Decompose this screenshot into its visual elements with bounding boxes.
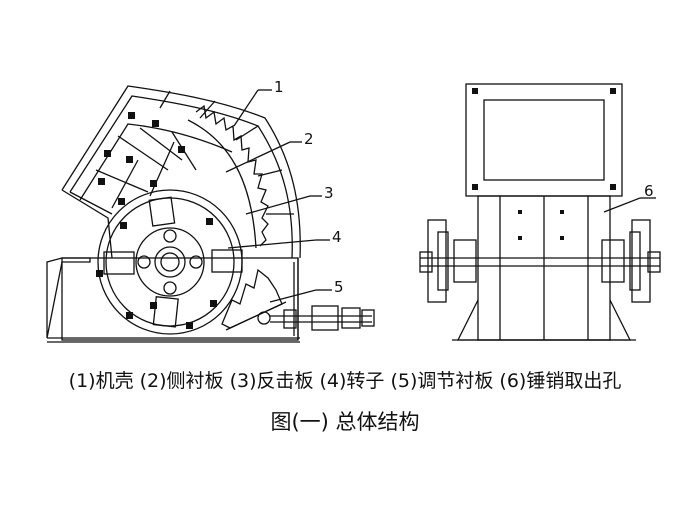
bolt-markers (96, 88, 616, 329)
side-section-view (46, 85, 375, 343)
parts-legend: (1)机壳 (2)侧衬板 (3)反击板 (4)转子 (5)调节衬板 (6)锤销取… (68, 370, 622, 392)
side-liner-grid (79, 123, 233, 209)
front-view (419, 83, 661, 341)
left-pulley (419, 219, 477, 303)
callout-4: 4 (332, 228, 342, 246)
callout-2: 2 (304, 130, 314, 148)
callout-3: 3 (324, 184, 334, 202)
figure-title: 图(一) 总体结构 (270, 410, 420, 434)
rotor (97, 189, 243, 335)
right-pulley (601, 219, 661, 303)
casing-segments (159, 90, 294, 215)
feed-flange (465, 83, 623, 197)
adjusting-rod (257, 305, 375, 331)
callout-1: 1 (274, 78, 284, 96)
machine-casing (61, 85, 301, 259)
crusher-structure-drawing: 1 2 3 4 5 6 (46, 78, 661, 343)
callout-6: 6 (644, 182, 654, 200)
callout-5: 5 (334, 278, 344, 296)
base-frame (46, 257, 91, 339)
